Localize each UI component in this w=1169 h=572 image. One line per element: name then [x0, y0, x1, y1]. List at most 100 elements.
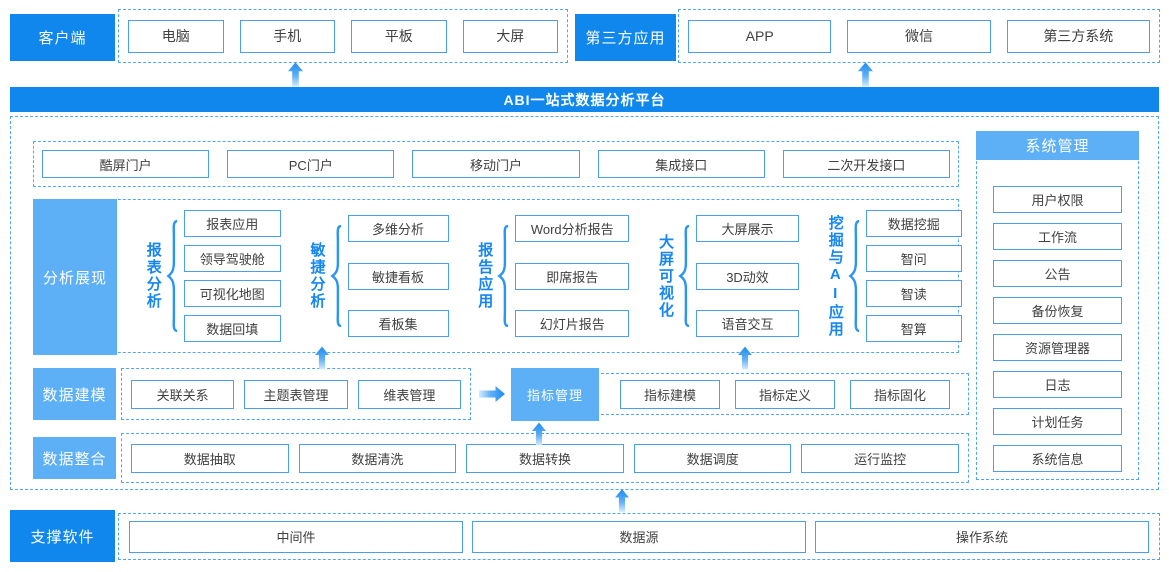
brace-icon [330, 225, 343, 327]
support-box: 数据源 [472, 520, 806, 553]
feature-box: 数据挖掘 [865, 210, 962, 237]
arrow-up-icon [288, 62, 303, 87]
arrow-up-icon [615, 489, 629, 512]
analysis-group-agile: 敏捷分析 多维分析敏捷看板看板集 [309, 215, 449, 337]
arrow-up-icon [858, 62, 873, 87]
third-party-apps-container: APP 微信第三方系统 [678, 9, 1160, 63]
feature-box: Word分析报告 [515, 215, 630, 242]
brace-icon [848, 220, 861, 332]
support-box: 操作系统 [815, 520, 1149, 553]
support-container: 中间件数据源操作系统 [118, 513, 1160, 560]
group-items: 多维分析敏捷看板看板集 [347, 215, 449, 337]
analysis-section: 分析展现 报表分析 报表应用领导驾驶舱可视化地图数据回填 敏捷分析 [33, 199, 962, 355]
client-device-box: 电脑 [128, 19, 224, 53]
client-device-box: 大屏 [462, 19, 558, 53]
analysis-group-report: 报表分析 报表应用领导驾驶舱可视化地图数据回填 [145, 210, 281, 342]
modeling-container: 关联关系主题表管理维表管理 [121, 368, 471, 420]
indicator-box: 指标定义 [735, 379, 835, 409]
third-party-app-box: 第三方系统 [1006, 19, 1150, 53]
client-device-box: 手机 [239, 19, 335, 53]
modeling-box: 主题表管理 [244, 379, 348, 409]
group-items: 报表应用领导驾驶舱可视化地图数据回填 [183, 210, 281, 342]
integration-box: 数据调度 [633, 443, 792, 473]
integration-box: 数据清洗 [298, 443, 457, 473]
system-box: 工作流 [993, 223, 1122, 250]
portal-box: 集成接口 [597, 150, 765, 178]
integration-container: 数据抽取数据清洗数据转换数据调度运行监控 [121, 433, 969, 483]
third-party-app-box: 微信 [847, 19, 991, 53]
indicator-items: 指标建模指标定义指标固化 [582, 374, 968, 414]
integration-box: 运行监控 [801, 443, 959, 473]
modeling-section-label: 数据建模 [33, 368, 116, 420]
portal-box: 二次开发接口 [782, 150, 951, 178]
arrow-up-icon [738, 346, 752, 370]
integration-box: 数据抽取 [131, 443, 289, 473]
analysis-group-reporting: 报告应用 Word分析报告即席报告幻灯片报告 [476, 215, 630, 337]
client-device-box: 平板 [351, 19, 447, 53]
portal-box: 移动门户 [412, 150, 580, 178]
support-label: 支撑软件 [10, 510, 115, 562]
support-box: 中间件 [129, 520, 463, 553]
portal-box: 酷屏门户 [42, 150, 210, 178]
brace-icon [678, 225, 691, 327]
analysis-group-ai: 挖掘与AI应用 数据挖掘智问智读智算 [827, 210, 962, 342]
integration-section-label: 数据整合 [33, 437, 116, 479]
feature-box: 即席报告 [515, 262, 630, 290]
feature-box: 3D动效 [696, 262, 799, 290]
feature-box: 智读 [865, 280, 962, 307]
group-label: 敏捷分析 [308, 242, 326, 310]
system-management-container: 用户权限工作流公告备份恢复资源管理器日志计划任务系统信息 [976, 136, 1139, 480]
indicator-box: 指标固化 [850, 379, 950, 409]
feature-box: 可视化地图 [183, 280, 281, 307]
platform-container: 酷屏门户 PC门户移动门户集成接口二次开发接口 分析展现 报表分析 报表应用领导驾… [10, 116, 1159, 490]
feature-box: 智算 [865, 315, 962, 342]
analysis-section-label: 分析展现 [33, 199, 117, 355]
integration-box: 数据转换 [466, 443, 624, 473]
feature-box: 领导驾驶舱 [183, 245, 281, 272]
system-box: 资源管理器 [993, 334, 1122, 361]
feature-box: 敏捷看板 [347, 262, 449, 290]
feature-box: 大屏展示 [696, 215, 799, 242]
group-label: 报表分析 [144, 242, 162, 310]
system-box: 计划任务 [993, 408, 1122, 435]
feature-box: 报表应用 [183, 210, 281, 237]
feature-box: 多维分析 [347, 215, 449, 242]
indicator-highlight-box: 指标管理 [511, 368, 599, 421]
system-box: 用户权限 [993, 186, 1122, 213]
modeling-box: 维表管理 [357, 379, 461, 409]
client-devices-container: 电脑手机平板大屏 [118, 9, 568, 63]
analysis-groups: 报表分析 报表应用领导驾驶舱可视化地图数据回填 敏捷分析 多维分析 [131, 200, 962, 352]
brace-icon [497, 225, 510, 327]
third-party-label: 第三方应用 [575, 14, 676, 61]
group-items: 数据挖掘智问智读智算 [865, 210, 962, 342]
arrow-right-icon [479, 386, 505, 402]
group-label: 大屏可视化 [657, 233, 674, 319]
system-management-header: 系统管理 [976, 131, 1139, 160]
feature-box: 数据回填 [183, 315, 281, 342]
feature-box: 语音交互 [696, 310, 799, 337]
indicator-container: 指标建模指标定义指标固化 [581, 373, 969, 415]
analysis-group-bigscreen: 大屏可视化 大屏展示 3D动效语音交互 [657, 215, 799, 337]
system-box: 公告 [993, 260, 1122, 287]
group-items: Word分析报告即席报告幻灯片报告 [515, 215, 630, 337]
third-party-app-box: APP [688, 19, 832, 53]
feature-box: 看板集 [347, 310, 449, 337]
group-label: 挖掘与AI应用 [826, 214, 844, 338]
feature-box: 幻灯片报告 [515, 310, 630, 337]
portal-box: PC门户 [227, 150, 395, 178]
system-items: 用户权限工作流公告备份恢复资源管理器日志计划任务系统信息 [993, 186, 1122, 472]
platform-banner: ABI一站式数据分析平台 [10, 87, 1159, 112]
system-box: 备份恢复 [993, 297, 1122, 324]
client-label: 客户端 [10, 14, 115, 61]
arrow-up-icon [315, 346, 329, 370]
system-box: 系统信息 [993, 445, 1122, 472]
portal-container: 酷屏门户 PC门户移动门户集成接口二次开发接口 [33, 141, 959, 187]
indicator-box: 指标建模 [620, 379, 720, 409]
group-items: 大屏展示 3D动效语音交互 [696, 215, 799, 337]
group-label: 报告应用 [476, 242, 494, 310]
system-box: 日志 [993, 371, 1122, 398]
arrow-up-icon [532, 422, 546, 446]
brace-icon [166, 220, 179, 332]
modeling-box: 关联关系 [131, 379, 235, 409]
